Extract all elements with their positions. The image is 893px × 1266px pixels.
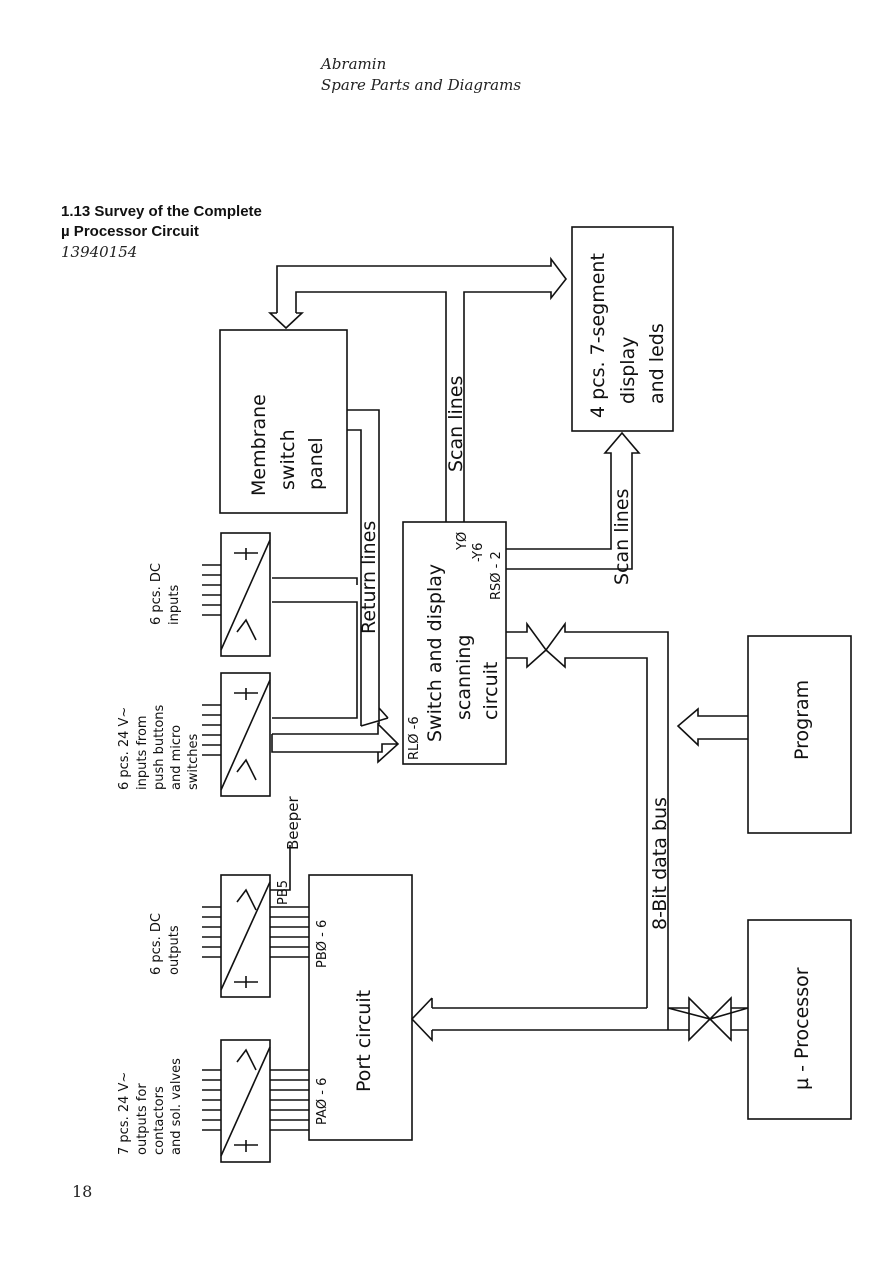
dc-inputs-line-a	[272, 577, 358, 585]
data-bus-inner	[506, 648, 648, 1008]
port-circuit-label: Port circuit	[353, 990, 375, 1092]
processor-bus-left	[668, 996, 712, 1042]
port-bus	[410, 997, 668, 1042]
membrane-label-line-1: Membrane	[248, 394, 270, 496]
dc-inputs-label-line-1: 6 pcs. DC	[149, 563, 164, 625]
ac-inputs-label-line-3: push buttons	[152, 704, 167, 790]
port-circuit-block	[308, 874, 413, 1141]
dc-inputs-line-b	[272, 601, 358, 719]
section-title-line-1: 1.13 Survey of the Complete	[61, 203, 262, 220]
pin-y6: -Y6	[471, 543, 486, 562]
dc-outputs-module	[202, 874, 309, 998]
ac-outputs-module	[202, 1039, 309, 1163]
dc-outputs-label-line-2: outputs	[167, 925, 182, 975]
scan-lines-label-2: Scan lines	[611, 489, 633, 585]
document-header: Abramin Spare Parts and Diagrams	[321, 54, 521, 96]
ac-outputs-label-line-1: 7 pcs. 24 V~	[117, 1072, 132, 1155]
pin-pa: PAØ - 6	[315, 1078, 330, 1125]
pin-y0: YØ	[455, 532, 470, 551]
ac-inputs-label-line-5: switches	[186, 734, 201, 790]
return-line-1	[347, 409, 380, 708]
scan-lines-label-1: Scan lines	[445, 376, 467, 472]
pin-pb: PBØ - 6	[315, 920, 330, 968]
pin-pb5: PB5	[276, 880, 291, 905]
section-title-line-2: µ Processor Circuit	[61, 223, 199, 240]
ac-outputs-label-line-2: outputs for	[135, 1083, 150, 1155]
ac-inputs-label-line-1: 6 pcs. 24 V~	[117, 707, 132, 790]
scanning-label-line-3: circuit	[480, 662, 502, 720]
data-bus-label: 8-Bit data bus	[649, 797, 671, 930]
program-label: Program	[791, 680, 813, 760]
company-name: Abramin	[321, 55, 387, 73]
ac-inputs-module	[202, 672, 271, 797]
program-bus-arrow	[676, 707, 748, 747]
processor-bus-cross	[667, 1007, 749, 1020]
program-block	[747, 635, 852, 834]
pin-rl: RLØ -6	[407, 716, 422, 760]
processor-block	[747, 919, 852, 1120]
dc-inputs-label-line-2: inputs	[167, 585, 182, 625]
scanning-circuit-block	[402, 521, 507, 765]
membrane-panel-block	[219, 329, 348, 514]
dc-inputs-module	[202, 532, 271, 657]
top-bus-inner	[295, 291, 447, 522]
scanning-label-line-1: Switch and display	[424, 564, 446, 742]
scan-bus-lower	[506, 431, 641, 570]
display-block	[571, 226, 674, 432]
document-subtitle: Spare Parts and Diagrams	[321, 76, 522, 94]
display-label-line-1: 4 pcs. 7-segment	[587, 253, 609, 418]
processor-label: µ - Processor	[791, 967, 813, 1090]
display-label-line-2: display	[617, 337, 639, 404]
ac-inputs-label-line-4: and micro	[169, 725, 184, 790]
membrane-label-line-3: panel	[305, 437, 327, 490]
display-label-line-3: and leds	[646, 323, 668, 404]
data-bus-outer	[506, 621, 669, 1030]
top-bus-outer	[276, 256, 568, 522]
return-lines-label: Return lines	[358, 521, 380, 634]
beeper-label: Beeper	[284, 796, 302, 850]
scanning-label-line-2: scanning	[453, 635, 475, 720]
ac-inputs-bus	[271, 722, 400, 764]
beeper-wire	[270, 845, 291, 891]
membrane-bus-arrow	[267, 312, 305, 330]
page-number: 18	[72, 1182, 93, 1201]
dc-outputs-label-line-1: 6 pcs. DC	[149, 913, 164, 975]
processor-bus-right	[708, 996, 748, 1042]
membrane-label-line-2: switch	[277, 429, 299, 490]
part-number: 13940154	[61, 243, 138, 261]
return-arrow	[360, 707, 389, 727]
section-title: 1.13 Survey of the Complete µ Processor …	[61, 202, 262, 242]
pin-rs: RSØ - 2	[489, 551, 504, 600]
ac-inputs-label-line-2: inputs from	[135, 715, 150, 790]
return-line-2	[347, 429, 362, 726]
ac-outputs-label-line-4: and sol. valves	[169, 1058, 184, 1155]
ac-outputs-label-line-3: contactors	[152, 1086, 167, 1155]
